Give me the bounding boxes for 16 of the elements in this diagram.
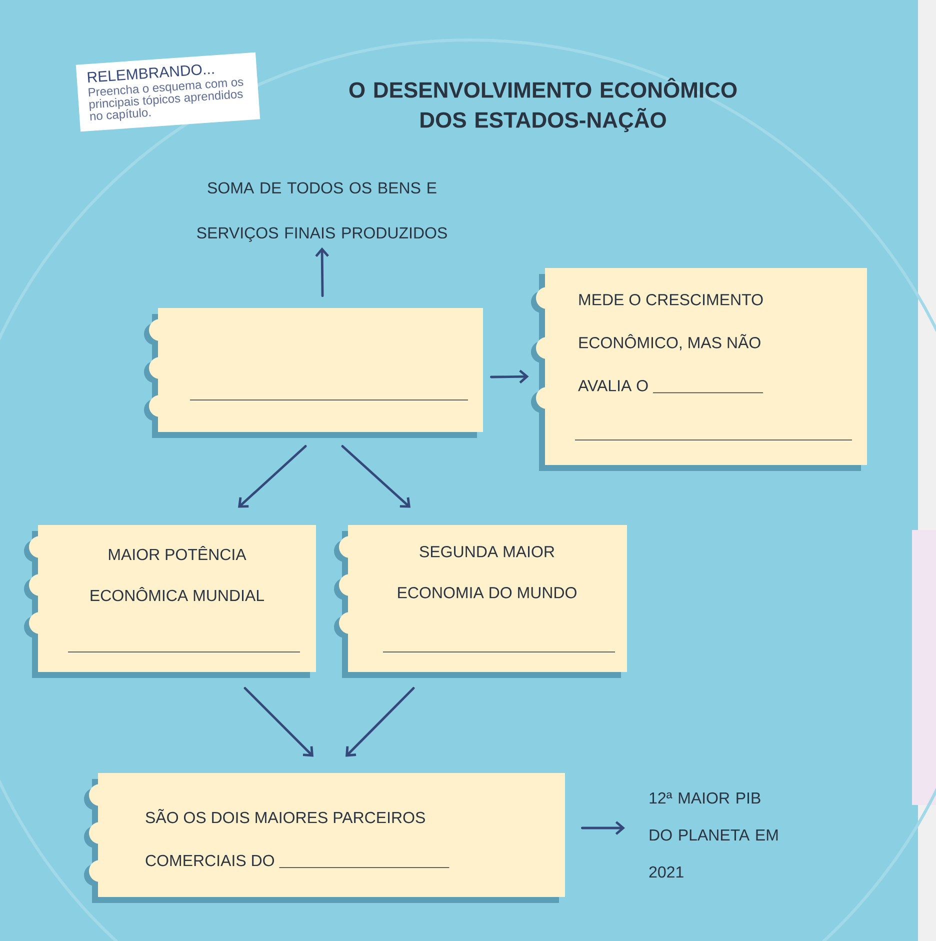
arrow (244, 687, 314, 757)
arrow (341, 445, 410, 508)
text-label: 12ª MAIOR PIB DO PLANETA EM 2021 (649, 792, 778, 878)
arrow (315, 247, 329, 297)
notebook-card: MAIOR POTÊNCIA ECONÔMICA MUNDIAL (24, 525, 316, 678)
arrow (238, 445, 307, 508)
arrow (346, 687, 415, 757)
notebook-card: SÃO OS DOIS MAIORES PARCEIROS COMERCIAIS DO (84, 773, 565, 903)
note-card: RELEMBRANDO... Preencha o esquema com os principais tópicos aprendidos no capítulo. (76, 52, 260, 132)
title: O DESENVOLVIMENTO ECONÔMICO DOS ESTADOS-NAÇÃO (349, 78, 737, 132)
arrow (581, 821, 625, 835)
notebook-card: MEDE O CRESCIMENTO ECONÔMICO, MAS NÃO AVALIA O (531, 268, 868, 471)
text-label: SOMA DE TODOS OS BENS E SERVIÇOS FINAIS PRODUZIDOS (197, 182, 447, 242)
notebook-card: SEGUNDA MAIOR ECONOMIA DO MUNDO (334, 525, 627, 678)
arrow (490, 370, 529, 384)
notebook-card (144, 308, 483, 438)
